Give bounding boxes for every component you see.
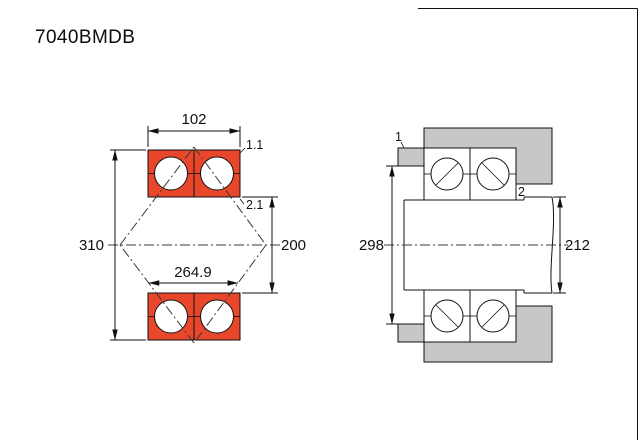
dimension-width: 102 xyxy=(147,111,241,147)
bearing-ball xyxy=(200,299,234,334)
housing-abutment-dim-label: 298 xyxy=(359,237,384,254)
callout-1: 1 xyxy=(395,130,405,149)
mounted-bearing-bottom xyxy=(423,289,517,343)
dimension-housing-abutment: 298 xyxy=(359,165,398,325)
page-frame xyxy=(418,8,638,440)
dimension-shaft-abutment: 212 xyxy=(553,196,590,294)
lower-ring-section xyxy=(147,292,241,341)
inner-chamfer-label: 2.1 xyxy=(246,198,263,212)
chamfer-callouts: 1.1 2.1 xyxy=(239,138,263,212)
dimension-center-distance: 264.9 xyxy=(148,264,239,286)
cover-ring-top xyxy=(397,147,425,167)
dimension-bore-diameter: 200 xyxy=(242,196,306,294)
callout-1-label: 1 xyxy=(395,130,402,144)
contact-angle-centerlines xyxy=(108,146,282,344)
callout-2-label: 2 xyxy=(518,185,525,199)
width-dim-label: 102 xyxy=(181,111,206,128)
shaft-abutment-dim-label: 212 xyxy=(565,237,590,254)
mounted-bearing-top xyxy=(423,147,517,201)
upper-ring-section xyxy=(147,149,241,198)
page-title: 7040BMDB xyxy=(35,27,136,48)
mounting-view: 1 2 298 212 xyxy=(359,127,590,363)
outer-chamfer-label: 1.1 xyxy=(246,138,263,152)
cover-ring-bottom xyxy=(397,323,425,343)
bore-diameter-dim-label: 200 xyxy=(281,237,306,254)
cross-section-view: 102 310 200 264.9 1.1 xyxy=(79,111,306,344)
callout-2: 2 xyxy=(518,185,525,199)
outer-diameter-dim-label: 310 xyxy=(79,237,104,254)
center-distance-dim-label: 264.9 xyxy=(174,264,212,281)
dimension-outer-diameter: 310 xyxy=(79,149,146,341)
